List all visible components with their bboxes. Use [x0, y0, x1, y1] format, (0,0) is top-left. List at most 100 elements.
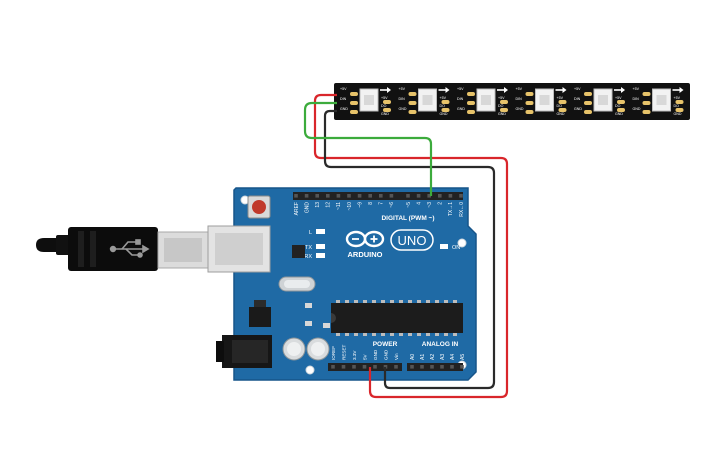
pad-label: DO	[674, 104, 680, 108]
solder-pad	[584, 92, 592, 96]
smd-component	[305, 303, 312, 308]
power-pin-socket[interactable]	[394, 365, 398, 369]
digital-pin-label: ~6	[389, 202, 395, 208]
solder-pad	[467, 101, 475, 105]
chip-pin	[453, 333, 457, 336]
wires	[303, 93, 509, 399]
digital-pin-socket[interactable]	[379, 194, 383, 198]
usb-interface-chip	[292, 245, 305, 258]
digital-pin-socket[interactable]	[406, 194, 410, 198]
power-pin-label: IOREF	[331, 346, 336, 360]
chip-pin	[399, 300, 403, 303]
dc-power-jack[interactable]	[216, 335, 272, 368]
digital-pin-sockets[interactable]	[294, 194, 463, 198]
digital-pin-socket[interactable]	[326, 194, 330, 198]
led-strip[interactable]: +5VDINGND+5VDOGND+5VDINGND+5VDOGND+5VDIN…	[334, 83, 690, 120]
pad-label: GND	[457, 107, 465, 111]
power-pin-socket[interactable]	[341, 365, 346, 369]
power-pin-socket[interactable]	[362, 365, 367, 369]
digital-pin-socket[interactable]	[389, 194, 394, 198]
digital-pin-socket[interactable]	[459, 194, 463, 198]
analog-header-label: ANALOG IN	[422, 341, 459, 348]
digital-pin-label: ~9	[357, 202, 363, 208]
usb-cable-tail	[36, 238, 58, 252]
solder-pad	[408, 92, 417, 96]
digital-pin-label: RX←0	[459, 202, 465, 217]
power-pin-socket[interactable]	[331, 365, 335, 369]
bottom-pin-sockets[interactable]	[331, 365, 464, 369]
analog-pin-socket[interactable]	[430, 365, 434, 369]
reset-button[interactable]	[247, 195, 271, 219]
pad-label: DIN	[457, 97, 464, 101]
power-pin-socket[interactable]	[383, 365, 388, 369]
solder-pad	[408, 110, 417, 114]
digital-pin-socket[interactable]	[315, 194, 319, 198]
pad-label: +5V	[674, 96, 681, 100]
chip-pin	[444, 333, 448, 336]
solder-pad	[642, 92, 651, 96]
usb-cable[interactable]	[36, 225, 271, 273]
digital-pin-socket[interactable]	[347, 194, 351, 198]
analog-pin-socket[interactable]	[420, 365, 424, 369]
solder-pad	[383, 108, 391, 112]
led-rx: RX	[304, 253, 325, 260]
power-pin-label: Vin	[394, 353, 399, 360]
solder-pad	[558, 108, 567, 112]
digital-pin-socket[interactable]	[336, 194, 341, 198]
solder-pad	[467, 110, 475, 114]
arrow-right-icon	[438, 87, 450, 93]
digital-pin-socket[interactable]	[438, 194, 442, 198]
solder-pad	[408, 101, 417, 105]
solder-pad	[441, 100, 450, 104]
wire-ground[interactable]	[323, 109, 496, 390]
analog-pin-socket[interactable]	[450, 365, 454, 369]
chip-pin	[345, 300, 349, 303]
digital-pin-socket[interactable]	[368, 194, 372, 198]
power-pin-socket[interactable]	[352, 365, 356, 369]
digital-header-label: DIGITAL (PWM ~)	[381, 215, 434, 222]
pad-label: GND	[516, 107, 524, 111]
led-tx: TX	[305, 244, 325, 251]
wire-power-5v[interactable]	[313, 93, 509, 399]
usb-symbol-icon	[109, 239, 150, 258]
analog-pin-socket[interactable]	[440, 365, 444, 369]
digital-pin-label: 13	[315, 202, 321, 208]
wire-data-signal[interactable]	[303, 101, 433, 196]
power-pin-socket[interactable]	[373, 365, 377, 369]
analog-pin-socket[interactable]	[460, 365, 464, 369]
chip-pin	[354, 300, 358, 303]
digital-pin-label: AREF	[294, 202, 300, 215]
chip-pin	[381, 333, 385, 336]
pad-label: GND	[399, 107, 407, 111]
digital-pin-label: 7	[379, 202, 385, 205]
chip-pin	[453, 300, 457, 303]
chip-pin	[417, 300, 421, 303]
pad-label: +5V	[633, 87, 640, 91]
digital-pin-socket[interactable]	[294, 194, 298, 198]
led-die	[656, 95, 667, 105]
chip-pin	[390, 300, 394, 303]
svg-text:TX: TX	[305, 245, 312, 251]
pad-label: +5V	[498, 96, 505, 100]
digital-pin-label: TX→1	[448, 202, 454, 216]
pad-label: DIN	[574, 97, 581, 101]
digital-pin-socket[interactable]	[416, 194, 421, 198]
digital-pin-socket[interactable]	[448, 194, 453, 198]
led-l: L	[309, 229, 325, 236]
analog-pin-socket[interactable]	[410, 365, 414, 369]
led-die	[481, 95, 491, 105]
digital-pin-socket[interactable]	[304, 194, 309, 198]
digital-pin-socket[interactable]	[357, 194, 362, 198]
chip-pin	[435, 300, 439, 303]
power-pin-label: 3.3V	[352, 350, 357, 360]
digital-pin-socket[interactable]	[427, 194, 431, 198]
pad-label: DO	[615, 104, 621, 108]
